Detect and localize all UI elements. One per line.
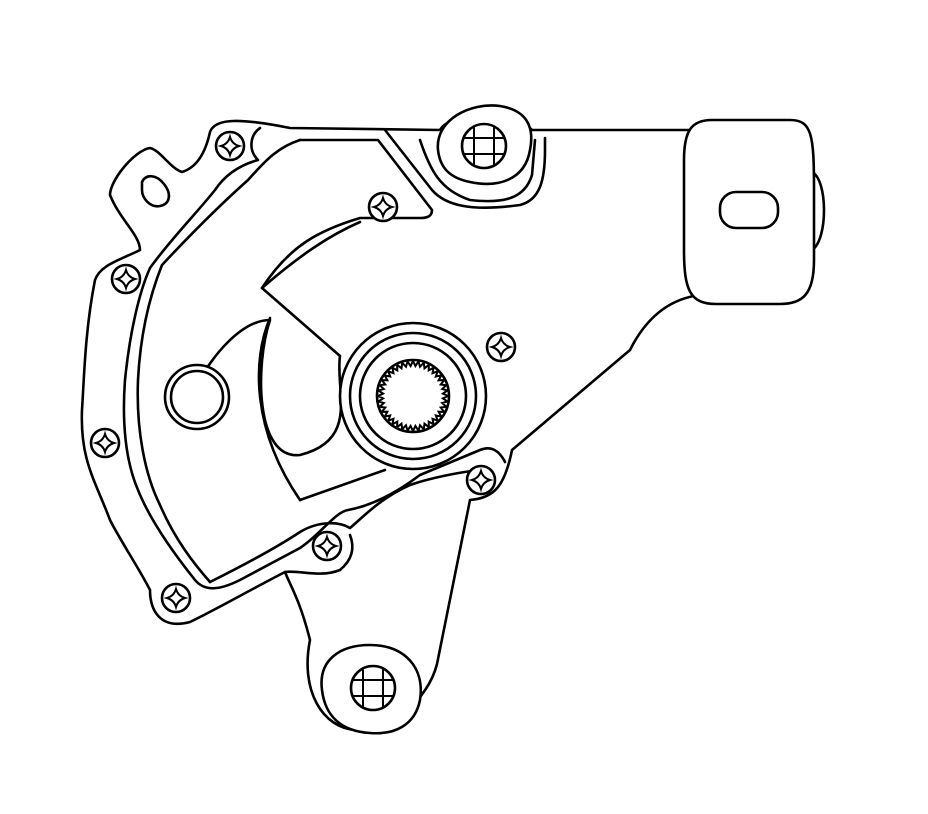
slotted-hole-icon <box>718 190 780 230</box>
splined-shaft-icon <box>375 358 451 434</box>
lower-arm-inner <box>283 533 354 575</box>
screw-icon <box>311 530 343 562</box>
screw-icon <box>110 263 142 295</box>
shaft-hub <box>338 321 488 471</box>
bolt-head-icon <box>460 122 508 170</box>
connector-block <box>682 118 826 306</box>
bolt-head-icon <box>349 664 397 712</box>
arm-inner-edge <box>418 138 537 203</box>
screw-icon <box>485 331 517 363</box>
screw-icon <box>89 427 121 459</box>
arm-upper-edge <box>383 128 547 209</box>
gasket-outer-line <box>122 126 507 590</box>
detent-sector <box>257 220 362 502</box>
sector-edge <box>298 468 387 502</box>
screw-icon <box>160 582 192 614</box>
left-round-boss <box>163 363 231 431</box>
upper-bolt-boss <box>436 104 533 186</box>
screw-icon <box>465 464 497 496</box>
housing-inner-edge <box>136 138 302 584</box>
screw-icon <box>367 191 399 223</box>
lower-bolt-boss <box>320 643 423 735</box>
screw-icon <box>214 130 246 162</box>
left-slot-tab <box>140 174 171 208</box>
gasket-lower-edge <box>208 468 482 584</box>
